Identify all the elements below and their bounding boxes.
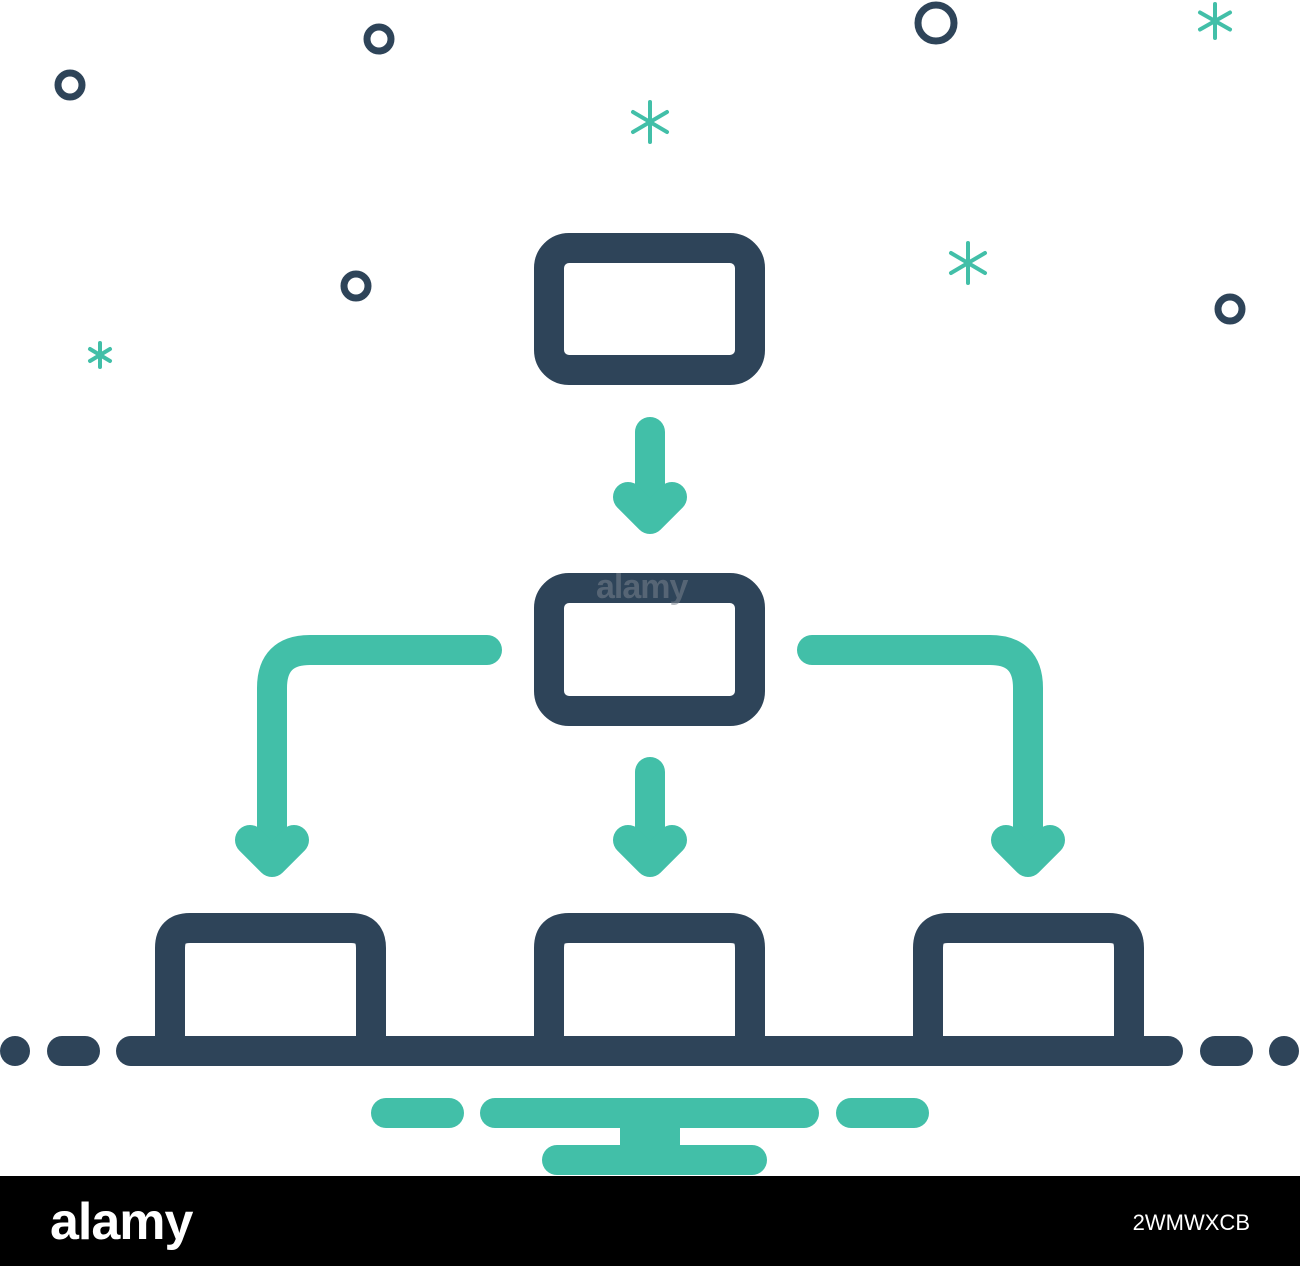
box-top [534,233,765,385]
baseline-dot-right [1269,1036,1299,1066]
ring-icon [340,270,372,302]
stand-stem [620,1113,680,1160]
image-id: 2WMWXCB [1132,1210,1250,1235]
asterisk-icon [1198,2,1232,40]
footer-bar: alamy 2WMWXCB [0,1176,1300,1266]
arrow-middle-to-right [797,635,1065,877]
hierarchy-illustration [0,1,1299,1175]
brand-logo: alamy [50,1193,193,1251]
arrow-top-to-middle [613,417,687,534]
baseline-dot-left [0,1036,30,1066]
ring-icon [1214,293,1246,325]
asterisk-icon [88,341,112,369]
box-bottom-center [534,913,765,1051]
watermark: alamy [596,568,688,606]
ring-icon [914,1,958,45]
arrow-middle-to-left [235,635,502,877]
ring-icon [54,69,86,101]
ring-icon [363,23,395,55]
asterisk-icon [949,241,987,285]
asterisk-icon [631,100,669,144]
box-bottom-right [913,913,1144,1051]
box-bottom-left [155,913,386,1051]
box-middle [534,573,765,726]
arrow-middle-to-center [613,757,687,877]
